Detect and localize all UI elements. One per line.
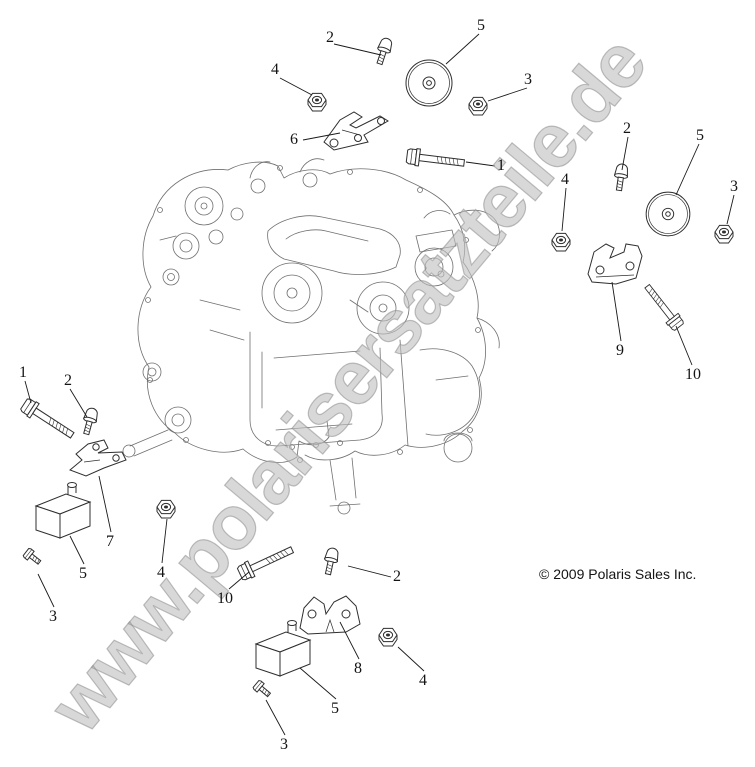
callout-top-3: 3 [524, 71, 532, 88]
callout-right-9: 9 [616, 342, 624, 359]
leader-line [228, 571, 250, 590]
leader-line [487, 87, 528, 102]
leader-line [675, 143, 700, 196]
nut-bottom [378, 627, 398, 647]
flange-screw-bottom [321, 546, 341, 577]
leader-line [37, 573, 55, 608]
callout-right-4: 4 [561, 171, 569, 188]
leader-line [69, 535, 85, 565]
bolt-top [405, 147, 466, 172]
callout-top-2: 2 [326, 29, 334, 46]
engine-illustration [122, 158, 500, 515]
callout-top-4: 4 [271, 61, 279, 78]
callout-bottom-5: 5 [331, 700, 339, 717]
bracket-6 [323, 111, 389, 151]
leader-line [69, 388, 88, 418]
nut-top-left [307, 92, 327, 112]
leader-line [279, 77, 313, 96]
isolator-mount-top [405, 59, 453, 107]
leader-lines [24, 33, 735, 736]
callout-right-3: 3 [730, 178, 738, 195]
leader-line [445, 33, 480, 65]
callout-left-2: 2 [64, 372, 72, 389]
nut-left [156, 499, 176, 519]
leader-line [299, 667, 337, 700]
bracket-9 [587, 243, 643, 285]
callout-bottom-2: 2 [393, 568, 401, 585]
callout-left-5: 5 [79, 565, 87, 582]
leader-line [561, 187, 567, 232]
leader-line [621, 136, 629, 171]
callout-bottom-4: 4 [419, 672, 427, 689]
flange-screw-right [612, 162, 630, 192]
leader-line [675, 325, 693, 366]
leader-line [465, 161, 496, 167]
nut-top-right [468, 96, 488, 116]
callout-left-4: 4 [157, 564, 165, 581]
callout-left-3: 3 [49, 608, 57, 625]
callout-bottom-10: 10 [217, 590, 233, 607]
bracket-7 [69, 439, 127, 477]
callout-bottom-3: 3 [280, 736, 288, 753]
callout-left-1: 1 [19, 364, 27, 381]
leader-line [98, 475, 112, 533]
callout-left-7: 7 [106, 533, 114, 550]
leader-line [611, 281, 622, 342]
callout-top-1: 1 [497, 157, 505, 174]
mount-block-left [35, 482, 91, 539]
leader-line [161, 518, 168, 564]
callout-right-5: 5 [696, 127, 704, 144]
leader-line [726, 194, 735, 225]
leader-line [24, 380, 32, 404]
nut-right-right [714, 224, 734, 244]
bracket-8 [299, 595, 361, 635]
screw-left-small [22, 547, 44, 568]
leader-line [347, 565, 392, 578]
bolt-left [18, 396, 78, 443]
hardware-parts [18, 36, 734, 700]
leader-line [397, 646, 425, 672]
leader-line [302, 132, 341, 141]
callout-bottom-8: 8 [354, 660, 362, 677]
leader-line [333, 43, 382, 56]
bolt-right [640, 281, 686, 333]
callout-top-6: 6 [290, 131, 298, 148]
callout-right-10: 10 [685, 366, 701, 383]
callout-right-2: 2 [623, 120, 631, 137]
screw-bottom-small [251, 679, 274, 700]
leader-line [265, 699, 286, 736]
copyright-text: © 2009 Polaris Sales Inc. [539, 566, 697, 582]
flange-screw-top [372, 36, 395, 67]
nut-right-left [551, 232, 571, 252]
isolator-mount-right [645, 191, 691, 237]
leader-line [339, 621, 360, 660]
callout-top-5: 5 [477, 17, 485, 34]
